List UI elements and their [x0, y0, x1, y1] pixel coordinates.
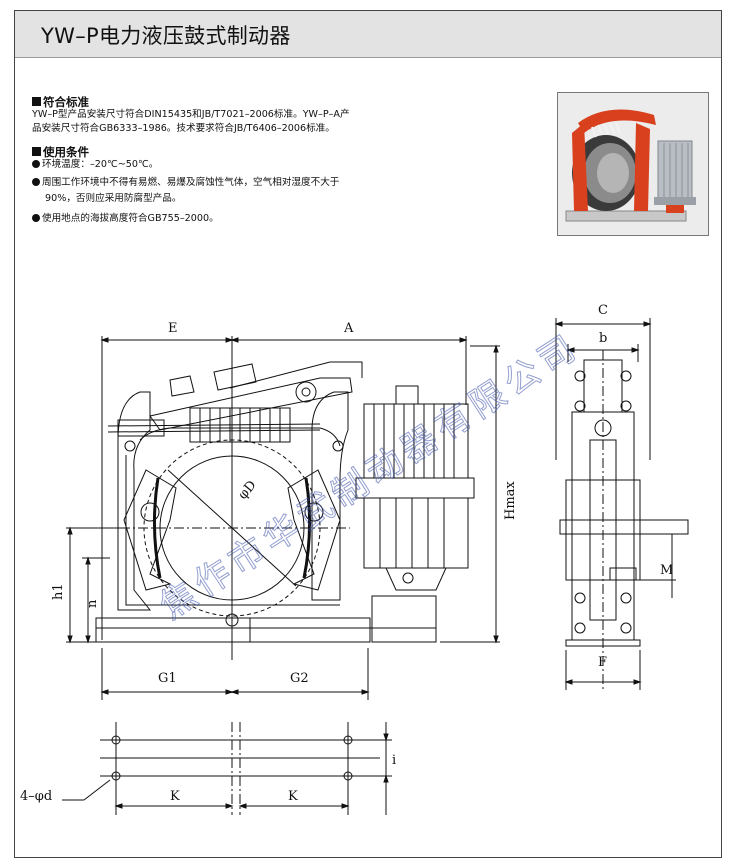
- product-photo: [557, 92, 709, 236]
- condition-text: 周围工作环境中不得有易燃、易爆及腐蚀性气体，空气相对湿度不大于: [42, 177, 340, 188]
- standards-text: YW–P型产品安装尺寸符合DIN15435和JB/T7021–2006标准。YW…: [32, 108, 432, 136]
- base-plate-right: [249, 617, 371, 643]
- dim-label-G1: G1: [158, 671, 177, 686]
- standards-line-1: YW–P型产品安装尺寸符合DIN15435和JB/T7021–2006标准。YW…: [32, 109, 350, 120]
- dim-label-i: i: [392, 753, 396, 768]
- condition-item-3: 使用地点的海拔高度符合GB755–2000。: [32, 212, 442, 226]
- dim-label-K-left: K: [170, 789, 180, 804]
- dim-label-E: E: [168, 321, 178, 336]
- dim-label-K-right: K: [288, 789, 298, 804]
- thruster-base: [371, 595, 437, 643]
- square-bullet-icon: [32, 97, 41, 106]
- square-bullet-icon: [32, 147, 41, 156]
- dim-label-M: M: [660, 563, 673, 578]
- top-lever: [149, 377, 353, 431]
- page-title: YW–P电力液压鼓式制动器: [41, 24, 291, 48]
- dim-label-C: C: [598, 303, 608, 318]
- hole-callout: 4–φd: [20, 789, 52, 804]
- condition-text-continued: 90%，否则应采用防腐型产品。: [45, 193, 182, 204]
- dim-label-G2: G2: [290, 671, 309, 686]
- title-bar: YW–P电力液压鼓式制动器: [15, 11, 721, 58]
- left-shoe: [152, 477, 162, 579]
- bullet-dot-icon: [32, 160, 40, 168]
- standards-line-2: 品安装尺寸符合GB6333–1986。技术要求符合JB/T6406–2006标准…: [32, 123, 335, 134]
- bullet-dot-icon: [32, 214, 40, 222]
- dim-label-b: b: [599, 331, 607, 346]
- page-frame: [14, 10, 722, 858]
- standards-heading-text: 符合标准: [43, 95, 89, 109]
- condition-item-2: 周围工作环境中不得有易燃、易爆及腐蚀性气体，空气相对湿度不大于 90%，否则应采…: [32, 176, 442, 206]
- brake-photo-illustration: [558, 93, 708, 235]
- side-shaft: [559, 519, 689, 535]
- conditions-heading-text: 使用条件: [43, 145, 89, 159]
- dim-label-A: A: [343, 321, 354, 336]
- condition-text: 使用地点的海拔高度符合GB755–2000。: [42, 213, 219, 224]
- dim-label-h1: h1: [51, 583, 66, 600]
- dim-label-phiD: φD: [236, 478, 260, 503]
- dim-label-n: n: [85, 599, 100, 608]
- bullet-dot-icon: [32, 178, 40, 186]
- standards-heading: 符合标准: [32, 94, 89, 110]
- condition-item-1: 环境温度：–20℃~50℃。: [32, 158, 442, 172]
- condition-text: 环境温度：–20℃~50℃。: [42, 159, 159, 170]
- conditions-heading: 使用条件: [32, 144, 89, 160]
- dim-label-F: F: [598, 655, 607, 670]
- right-brake-arm: [311, 391, 349, 601]
- left-brake-arm: [117, 391, 152, 611]
- dim-label-Hmax: Hmax: [503, 481, 518, 520]
